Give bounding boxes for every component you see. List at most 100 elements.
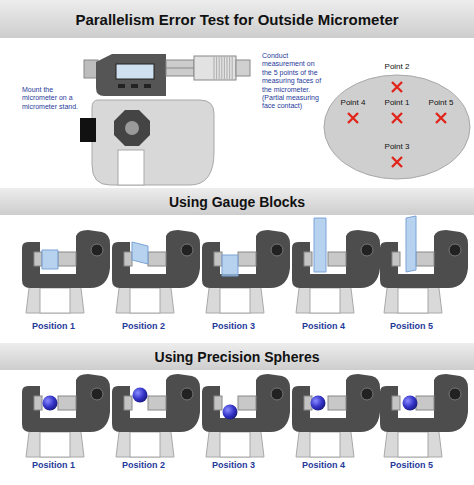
spindle — [416, 396, 434, 410]
micrometer-frame — [22, 230, 110, 288]
position-label: Position 4 — [302, 460, 372, 471]
anvil — [124, 252, 132, 266]
anvil — [392, 396, 400, 410]
knurl-line — [232, 57, 233, 79]
frame-hole — [271, 388, 283, 400]
knurl-line — [216, 57, 217, 79]
micrometer-frame — [380, 230, 468, 288]
section-band: Using Gauge Blocks — [0, 188, 474, 215]
gauge-setup — [202, 230, 290, 313]
point-mark — [392, 157, 402, 167]
micrometer-frame — [380, 374, 468, 432]
stand-slot — [398, 288, 428, 313]
knurl-line — [229, 57, 230, 79]
micrometer-frame — [22, 374, 110, 432]
sphere-setup — [112, 374, 200, 457]
spindle — [58, 396, 76, 410]
frame-hole — [361, 244, 373, 256]
point-label: Point 3 — [385, 142, 410, 151]
gauge-block — [132, 242, 148, 264]
frame-hole — [91, 244, 103, 256]
anvil — [304, 252, 312, 266]
stand-slot — [130, 432, 160, 457]
title-band: Parallelism Error Test for Outside Micro… — [0, 0, 474, 38]
frame-hole — [361, 388, 373, 400]
position-label: Position 5 — [390, 321, 460, 332]
anvil — [34, 396, 42, 410]
gauge-setup — [22, 230, 110, 313]
stand-slot — [40, 288, 70, 313]
knurl-line — [227, 57, 228, 79]
knurl-line — [214, 57, 215, 79]
position-label: Position 2 — [122, 460, 192, 471]
micrometer-frame — [292, 374, 380, 432]
face-circle — [322, 58, 472, 182]
position-label: Position 3 — [212, 321, 282, 332]
sphere-setup — [292, 374, 380, 457]
point-mark — [392, 113, 402, 123]
spindle — [328, 396, 346, 410]
knurl-line — [224, 57, 225, 79]
stand-slot — [398, 432, 428, 457]
knurl-line — [221, 57, 222, 79]
gauge-block — [406, 216, 416, 272]
spindle — [238, 396, 256, 410]
frame-hole — [91, 388, 103, 400]
precision-sphere — [223, 405, 238, 420]
stand-slot — [220, 432, 250, 457]
anvil — [34, 252, 42, 266]
anvil — [214, 396, 222, 410]
frame-hole — [271, 244, 283, 256]
position-label: Position 5 — [390, 460, 460, 471]
frame-hole — [449, 244, 461, 256]
precision-sphere — [43, 396, 58, 411]
position-label: Position 3 — [212, 460, 282, 471]
point-mark — [348, 113, 358, 123]
gauge-block — [42, 250, 58, 269]
stand-slot — [310, 432, 340, 457]
micrometer-frame — [292, 230, 380, 288]
stand-slot — [220, 288, 250, 313]
section-band: Using Precision Spheres — [0, 343, 474, 370]
precision-sphere — [403, 396, 418, 411]
micrometer-frame — [202, 230, 290, 288]
anvil — [392, 252, 400, 266]
precision-sphere — [133, 388, 148, 403]
instruction-note: Mount the micrometer on a micrometer sta… — [22, 86, 88, 111]
precision-sphere — [311, 396, 326, 411]
face-outline — [324, 75, 470, 179]
micrometer-frame — [112, 230, 200, 288]
spindle — [238, 252, 256, 266]
instruction-note: Conduct measurement on the 5 points of t… — [262, 52, 324, 111]
frame-hole — [181, 244, 193, 256]
spindle — [148, 252, 166, 266]
gauge-setup — [292, 218, 380, 313]
sphere-setup — [380, 374, 468, 457]
measuring-face: Point 2Point 4Point 1Point 5Point 3 — [322, 58, 472, 182]
gauge-block — [314, 218, 326, 272]
point-mark — [392, 82, 402, 92]
knurl-line — [219, 57, 220, 79]
micrometer-stand — [80, 100, 214, 185]
gauge-block — [222, 255, 238, 276]
title-text: Parallelism Error Test for Outside Micro… — [75, 11, 398, 28]
frame-hole — [449, 388, 461, 400]
position-label: Position 1 — [32, 321, 102, 332]
gauge-setup — [112, 230, 200, 313]
point-label: Point 5 — [429, 98, 454, 107]
section-heading: Using Precision Spheres — [155, 349, 320, 365]
point-mark — [436, 113, 446, 123]
stand-slot — [130, 288, 160, 313]
spindle — [58, 252, 76, 266]
stand-slot — [310, 288, 340, 313]
spindle — [416, 252, 434, 266]
digital-micrometer — [84, 54, 250, 96]
anvil — [214, 252, 222, 266]
frame-hole — [181, 388, 193, 400]
micrometer-frame — [202, 374, 290, 432]
spindle — [328, 252, 346, 266]
point-label: Point 1 — [385, 98, 410, 107]
section-heading: Using Gauge Blocks — [169, 194, 305, 210]
stand-slot — [40, 432, 70, 457]
